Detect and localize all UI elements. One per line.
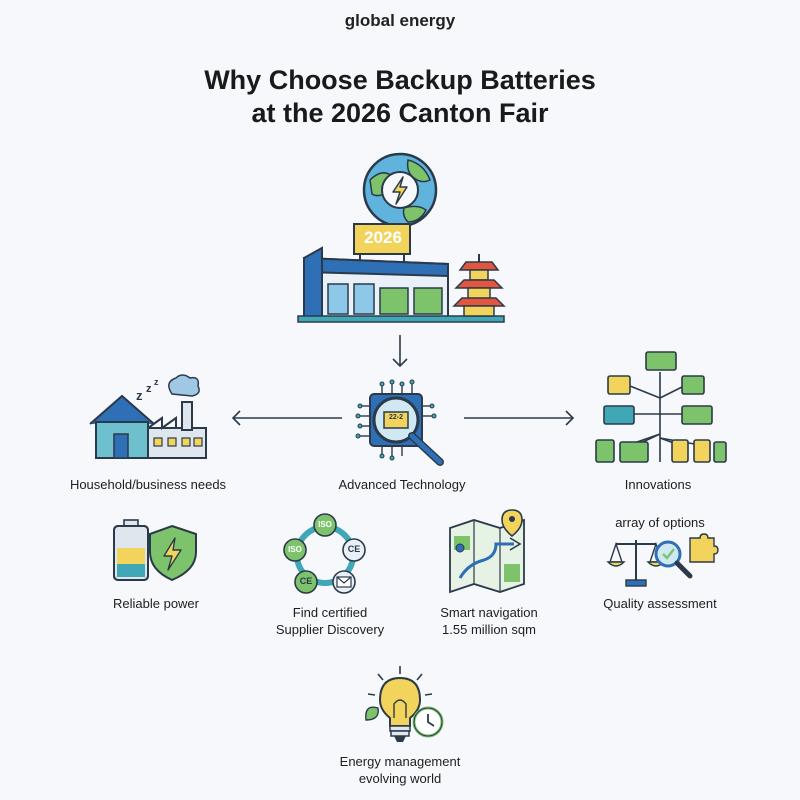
navigation-line-1: Smart navigation bbox=[440, 605, 538, 620]
innovations-label: Innovations bbox=[624, 477, 692, 492]
quality-assessment-label: Quality assessment bbox=[603, 596, 717, 611]
ce-badge-bottom: CE bbox=[299, 576, 313, 586]
year-banner-text: 2026 bbox=[364, 228, 402, 247]
energy-line-2: evolving world bbox=[358, 771, 442, 786]
title-line-2: at the 2026 Canton Fair bbox=[251, 98, 549, 128]
iso-badge-top: ISO bbox=[318, 520, 332, 529]
house-factory-icon: z z z bbox=[89, 374, 207, 459]
ce-badge-right: CE bbox=[347, 544, 361, 554]
energy-line-1: Energy management bbox=[339, 754, 461, 769]
arrow-right-icon bbox=[464, 410, 575, 426]
smart-navigation-label: Smart navigation 1.55 million sqm bbox=[414, 604, 564, 638]
svg-text:z: z bbox=[136, 388, 143, 403]
arrow-down-icon bbox=[392, 335, 408, 368]
battery-tree-icon bbox=[595, 351, 727, 463]
certified-line-2: Supplier Discovery bbox=[275, 622, 385, 637]
certified-line-1: Find certified bbox=[292, 605, 368, 620]
arrow-left-icon bbox=[231, 410, 342, 426]
advanced-technology-label: Advanced Technology bbox=[338, 477, 466, 492]
battery-shield-icon bbox=[113, 519, 197, 582]
exhibition-hall-icon bbox=[297, 223, 506, 323]
reliable-power-label: Reliable power bbox=[113, 596, 199, 611]
energy-management-label: Energy management evolving world bbox=[310, 753, 490, 787]
navigation-line-2: 1.55 million sqm bbox=[442, 622, 536, 637]
lightbulb-clock-icon bbox=[365, 666, 444, 742]
iso-badge-left: ISO bbox=[288, 545, 302, 554]
array-of-options-label: array of options bbox=[615, 515, 705, 530]
certification-ring-icon bbox=[283, 513, 366, 594]
title-line-1: Why Choose Backup Batteries bbox=[204, 65, 596, 95]
map-navigation-icon bbox=[449, 509, 525, 594]
brand-name: global energy bbox=[344, 11, 456, 30]
chip-label-text: 22-2 bbox=[388, 414, 403, 421]
globe-lightning-icon bbox=[362, 152, 438, 228]
svg-text:z: z bbox=[154, 377, 159, 387]
svg-text:z: z bbox=[146, 383, 152, 395]
page-title: Why Choose Backup Batteries at the 2026 … bbox=[0, 64, 800, 130]
scale-magnifier-puzzle-icon bbox=[606, 533, 719, 587]
certified-supplier-label: Find certified Supplier Discovery bbox=[250, 604, 410, 638]
chip-magnifier-icon bbox=[355, 379, 444, 466]
household-needs-label: Household/business needs bbox=[69, 477, 227, 492]
